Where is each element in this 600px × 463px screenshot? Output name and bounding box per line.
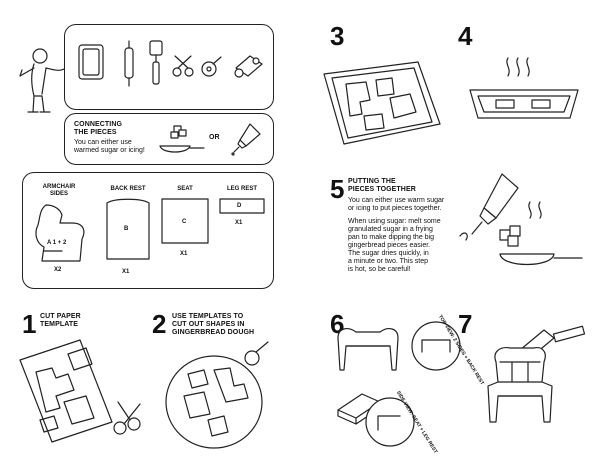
sugar-pan-icon bbox=[159, 125, 205, 153]
step-5-text-line: gingerbread pieces easier. bbox=[348, 242, 431, 249]
step-4-number: 4 bbox=[458, 21, 473, 51]
or-label: OR bbox=[209, 134, 220, 141]
paper-template-illustration bbox=[19, 339, 141, 443]
step-1-title: CUT PAPER TEMPLATE bbox=[40, 313, 81, 329]
connecting-text-line: You can either use bbox=[74, 139, 132, 146]
step-2-title-line: CUT OUT SHAPES IN bbox=[172, 321, 245, 328]
connecting-panel bbox=[64, 113, 274, 165]
step-5-text-line: The sugar dries quickly, in bbox=[348, 250, 429, 257]
step-5-title-line: PIECES TOGETHER bbox=[348, 186, 416, 193]
step-5-title-line: PUTTING THE bbox=[348, 178, 396, 185]
rolling-pin-icon bbox=[124, 40, 134, 87]
step-2-title-line: USE TEMPLATES TO bbox=[172, 313, 244, 320]
connecting-title-line: THE PIECES bbox=[74, 129, 117, 136]
step-5-text-line: is hot, so be careful! bbox=[348, 266, 411, 273]
step-5-text-line: pan to make dipping the big bbox=[348, 234, 435, 241]
tray-with-pieces-illustration bbox=[323, 61, 441, 145]
scissors-icon bbox=[172, 55, 194, 77]
icing-and-sugar-pan-illustration bbox=[459, 173, 583, 265]
paper-roll-icon bbox=[234, 55, 263, 78]
step-2-title-line: GINGERBREAD DOUGH bbox=[172, 329, 255, 336]
step-2-title: USE TEMPLATES TO CUT OUT SHAPES IN GINGE… bbox=[172, 313, 254, 337]
step-5-text-line: When using sugar: melt some bbox=[348, 218, 441, 225]
back-rest-template bbox=[106, 198, 150, 260]
back-rest-label: BACK REST bbox=[110, 186, 146, 192]
back-rest-inner-label: B bbox=[124, 226, 129, 232]
icing-tube-icon bbox=[231, 123, 261, 156]
step-1-number: 1 bbox=[22, 309, 37, 339]
spatula-icon bbox=[149, 40, 163, 85]
leg-rest-label: LEG REST bbox=[226, 186, 257, 192]
seat-quantity: X1 bbox=[180, 251, 188, 257]
connecting-text: You can either use warmed sugar or icing… bbox=[74, 139, 145, 155]
armchair-side-template bbox=[35, 204, 85, 262]
side-view-detail-circle bbox=[365, 397, 415, 447]
step-5-text-line: a minute or two. This step bbox=[348, 258, 429, 265]
step-5-number: 5 bbox=[330, 174, 345, 204]
step-5-text-line: You can either use warm sugar bbox=[348, 197, 445, 204]
step-5-text-a: You can either use warm sugar or icing t… bbox=[348, 197, 460, 213]
armchair-label-line: SIDES bbox=[49, 191, 68, 197]
step-3-number: 3 bbox=[330, 21, 345, 51]
armchair-label-line: ARMCHAIR bbox=[42, 184, 76, 190]
finished-armchair-illustration bbox=[487, 325, 586, 423]
leg-rest-inner-label: D bbox=[237, 203, 242, 209]
baking-tray-icon bbox=[78, 44, 104, 80]
connecting-title: CONNECTING THE PIECES bbox=[74, 121, 122, 137]
armchair-label: ARMCHAIR SIDES bbox=[36, 184, 82, 198]
baked-tray-illustration bbox=[469, 57, 579, 119]
dough-cutting-illustration bbox=[165, 341, 269, 449]
step-5-text-line: or icing to put pieces together. bbox=[348, 205, 442, 212]
seat-label: SEAT bbox=[177, 186, 193, 192]
top-view-detail-circle bbox=[411, 321, 461, 371]
step-5-title: PUTTING THE PIECES TOGETHER bbox=[348, 178, 416, 194]
leg-rest-template bbox=[219, 198, 265, 214]
pizza-cutter-icon bbox=[201, 56, 222, 77]
assembly-top-view-illustration bbox=[337, 328, 399, 371]
leg-rest-quantity: X1 bbox=[235, 220, 243, 226]
armchair-inner-label: A 1 + 2 bbox=[47, 240, 67, 246]
step-1-title-line: TEMPLATE bbox=[40, 321, 79, 328]
step-5-text-b: When using sugar: melt some granulated s… bbox=[348, 218, 460, 274]
connecting-title-line: CONNECTING bbox=[74, 121, 123, 128]
seat-template bbox=[161, 198, 209, 244]
connecting-text-line: warmed sugar or icing! bbox=[74, 147, 145, 154]
back-rest-quantity: X1 bbox=[122, 269, 130, 275]
step-2-number: 2 bbox=[152, 309, 167, 339]
mascot-figure-icon bbox=[19, 48, 67, 113]
step-7-number: 7 bbox=[458, 309, 473, 339]
step-5-text-line: granulated sugar in a frying bbox=[348, 226, 433, 233]
step-1-title-line: CUT PAPER bbox=[40, 313, 81, 320]
seat-inner-label: C bbox=[182, 219, 187, 225]
armchair-quantity: X2 bbox=[54, 267, 62, 273]
